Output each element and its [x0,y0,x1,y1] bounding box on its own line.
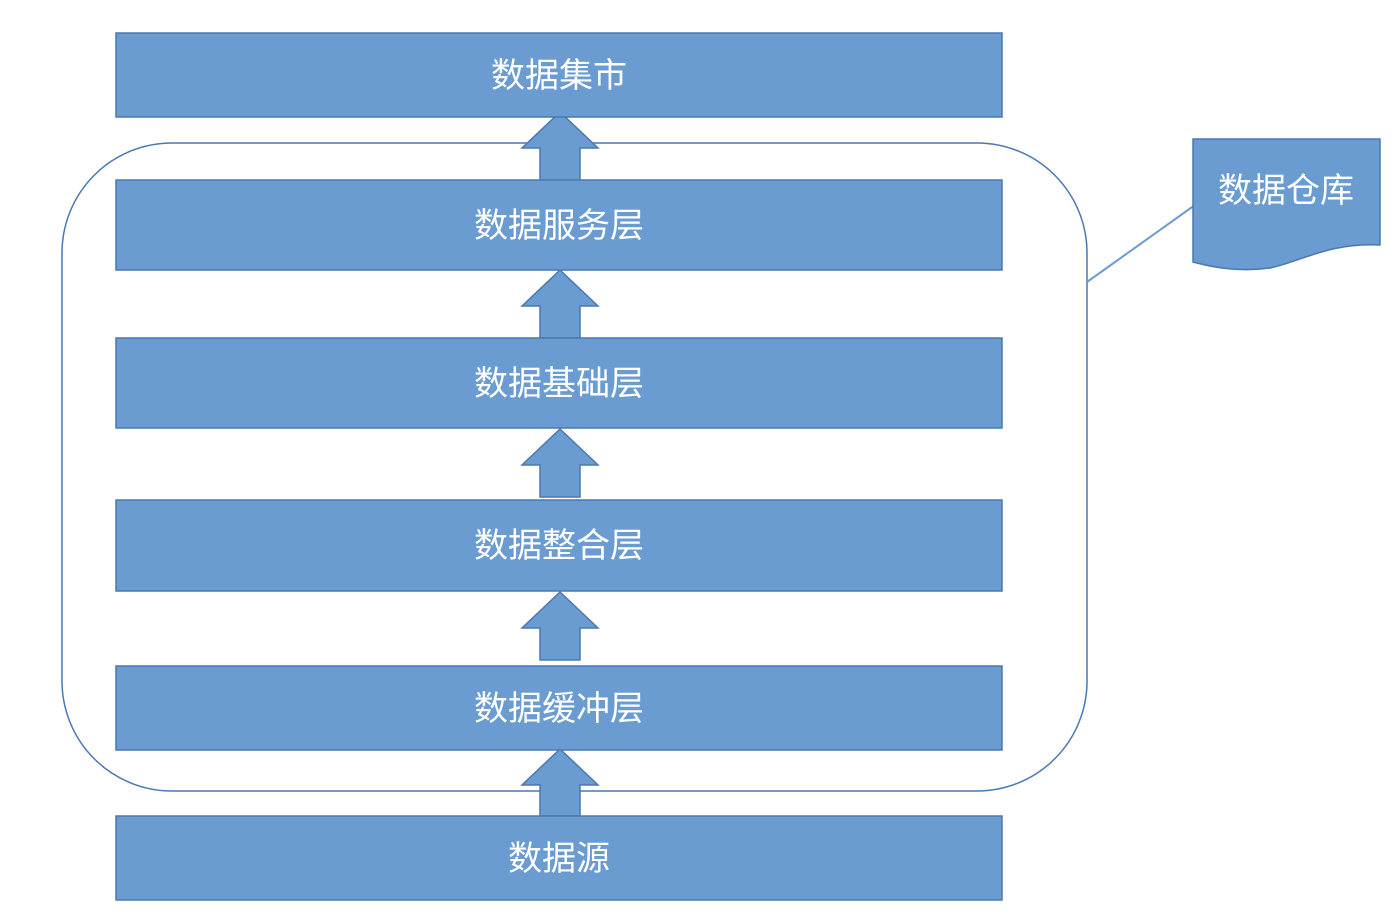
layer-label: 数据源 [508,839,610,879]
callout-label: 数据仓库 [1218,171,1354,211]
layer-label: 数据缓冲层 [474,689,644,729]
layer-data-source: 数据源 [115,815,1003,901]
arrow-up-icon [520,110,600,181]
layer-data-service: 数据服务层 [115,179,1003,271]
data-warehouse-callout: 数据仓库 [1192,138,1381,271]
arrow-up-icon [520,747,600,817]
arrow-up-icon [520,590,600,661]
layer-label: 数据整合层 [474,526,644,566]
callout-shape [1192,138,1381,271]
layer-data-foundation: 数据基础层 [115,337,1003,429]
layer-label: 数据基础层 [474,364,644,404]
layer-data-mart: 数据集市 [115,32,1003,118]
arrow-up-icon [520,427,600,498]
layer-data-buffer: 数据缓冲层 [115,665,1003,751]
arrow-up-icon [520,268,600,339]
layer-label: 数据集市 [491,56,627,96]
layer-label: 数据服务层 [474,206,644,246]
layer-data-integration: 数据整合层 [115,499,1003,592]
callout-connector-line [1086,204,1196,283]
